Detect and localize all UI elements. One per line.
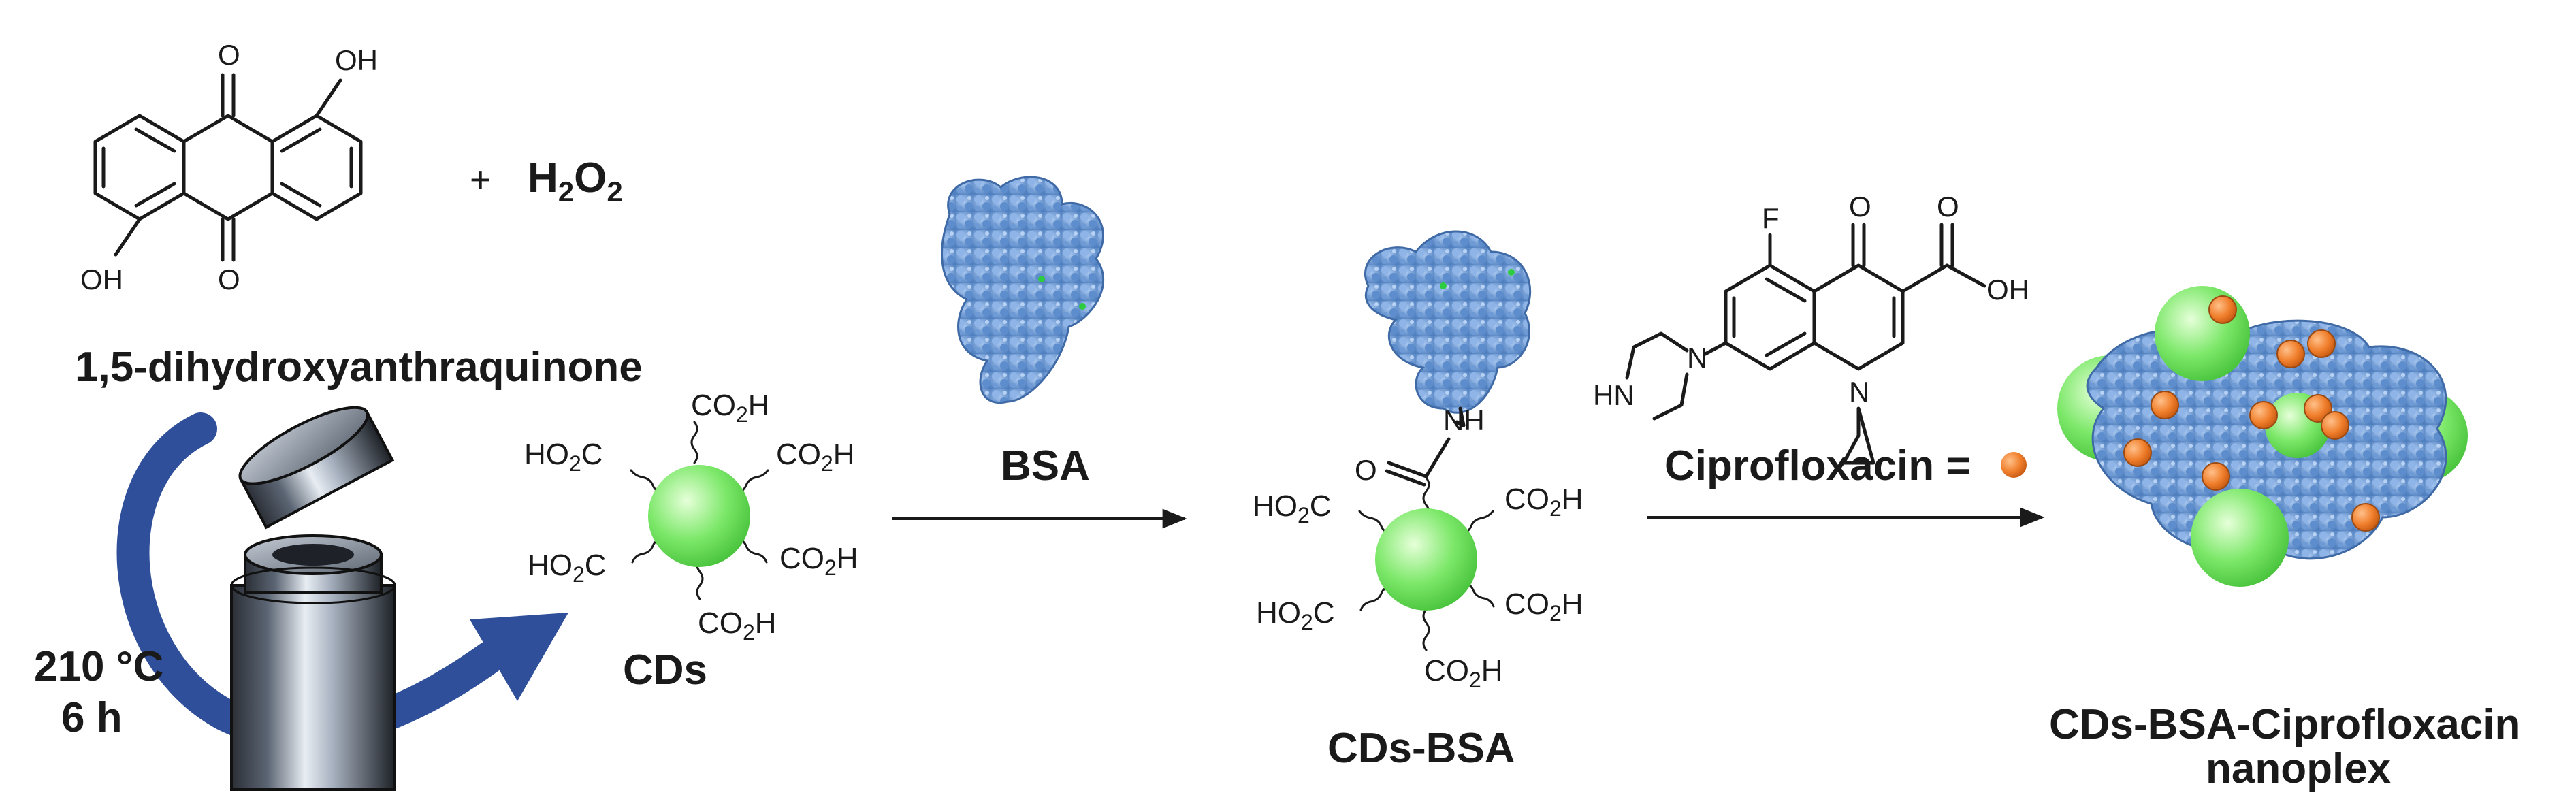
carbonyl-oxygen-bottom: O	[218, 263, 240, 295]
reactor-vessel	[230, 534, 396, 791]
svg-text:CO2H: CO2H	[776, 438, 855, 476]
drug-piperazine-hn: HN	[1593, 379, 1635, 411]
cds-bsa-label: CDs-BSA	[1327, 725, 1515, 772]
drug-ring-nitrogen: N	[1849, 376, 1869, 408]
carbon-dot-cds: CO2H CO2H HO2C HO2C CO2H CO2H	[524, 389, 858, 645]
amide-nh: NH	[1443, 404, 1485, 436]
reactor-lid	[238, 406, 395, 530]
svg-text:HO2C: HO2C	[1256, 596, 1335, 634]
time-label: 6 h	[61, 694, 123, 741]
bsa-protein-icon	[941, 176, 1105, 404]
svg-text:CO2H: CO2H	[779, 542, 858, 580]
ciprofloxacin-dot-icon	[2001, 452, 2027, 478]
hydroxyl-top: OH	[335, 44, 378, 76]
svg-text:CO2H: CO2H	[698, 606, 777, 645]
svg-text:CO2H: CO2H	[691, 389, 770, 427]
svg-text:CO2H: CO2H	[1424, 654, 1503, 692]
drug-acid-oh: OH	[1986, 274, 2029, 306]
drug-piperazine-n: N	[1687, 342, 1707, 374]
ciprofloxacin-label: Ciprofloxacin =	[1664, 442, 1971, 489]
anthraquinone-structure: O O OH OH	[80, 39, 378, 295]
drug-acid-oxygen: O	[1937, 191, 1959, 223]
hydrogen-peroxide: H2O2	[528, 155, 623, 208]
hydroxyl-bottom: OH	[80, 263, 123, 295]
carbonyl-oxygen-top: O	[218, 39, 240, 71]
nanoplex-label-line1: CDs-BSA-Ciprofloxacin	[2049, 701, 2520, 748]
ciprofloxacin-structure: O O OH F N N HN	[1593, 191, 2029, 465]
bsa-label: BSA	[1001, 442, 1090, 489]
svg-text:HO2C: HO2C	[1253, 489, 1332, 528]
amide-oxygen: O	[1355, 454, 1377, 486]
temperature-label: 210 °C	[34, 643, 163, 690]
conjugate-carbon-dot	[1375, 508, 1477, 611]
cds-bsa-conjugate: NH O HO2C CO2H HO2C CO2H CO2H	[1253, 230, 1583, 692]
reactant-label: 1,5-dihydroxyanthraquinone	[75, 344, 643, 391]
svg-text:HO2C: HO2C	[524, 438, 603, 476]
nanoplex-icon	[2057, 286, 2468, 587]
svg-text:CO2H: CO2H	[1504, 587, 1583, 626]
svg-text:HO2C: HO2C	[528, 549, 607, 587]
carbon-dot-sphere	[648, 465, 750, 567]
svg-text:CO2H: CO2H	[1504, 483, 1583, 521]
drug-ketone-oxygen: O	[1849, 191, 1871, 223]
cds-label: CDs	[623, 647, 707, 694]
nanoplex-label-line2: nanoplex	[2206, 745, 2392, 792]
plus-sign: +	[470, 159, 492, 200]
drug-fluorine: F	[1762, 202, 1780, 234]
